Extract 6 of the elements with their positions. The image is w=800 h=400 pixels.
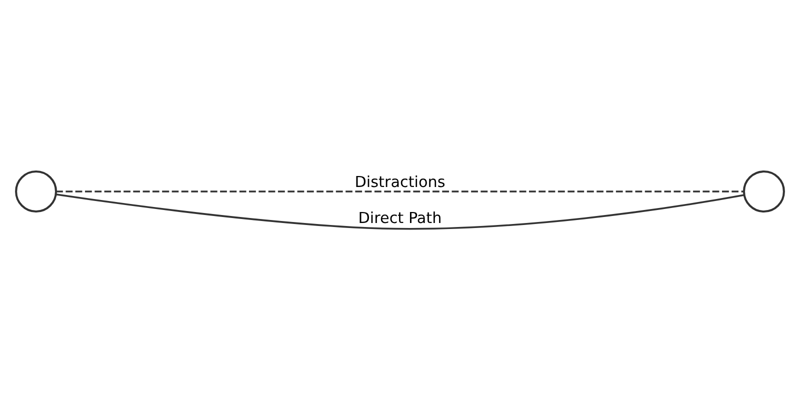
edge-label: Direct Path — [358, 208, 442, 226]
node-circle — [15, 170, 58, 212]
connector — [56, 192, 744, 230]
node-circle — [742, 170, 785, 212]
connector — [56, 190, 744, 192]
edge-label: Distractions — [354, 172, 446, 191]
